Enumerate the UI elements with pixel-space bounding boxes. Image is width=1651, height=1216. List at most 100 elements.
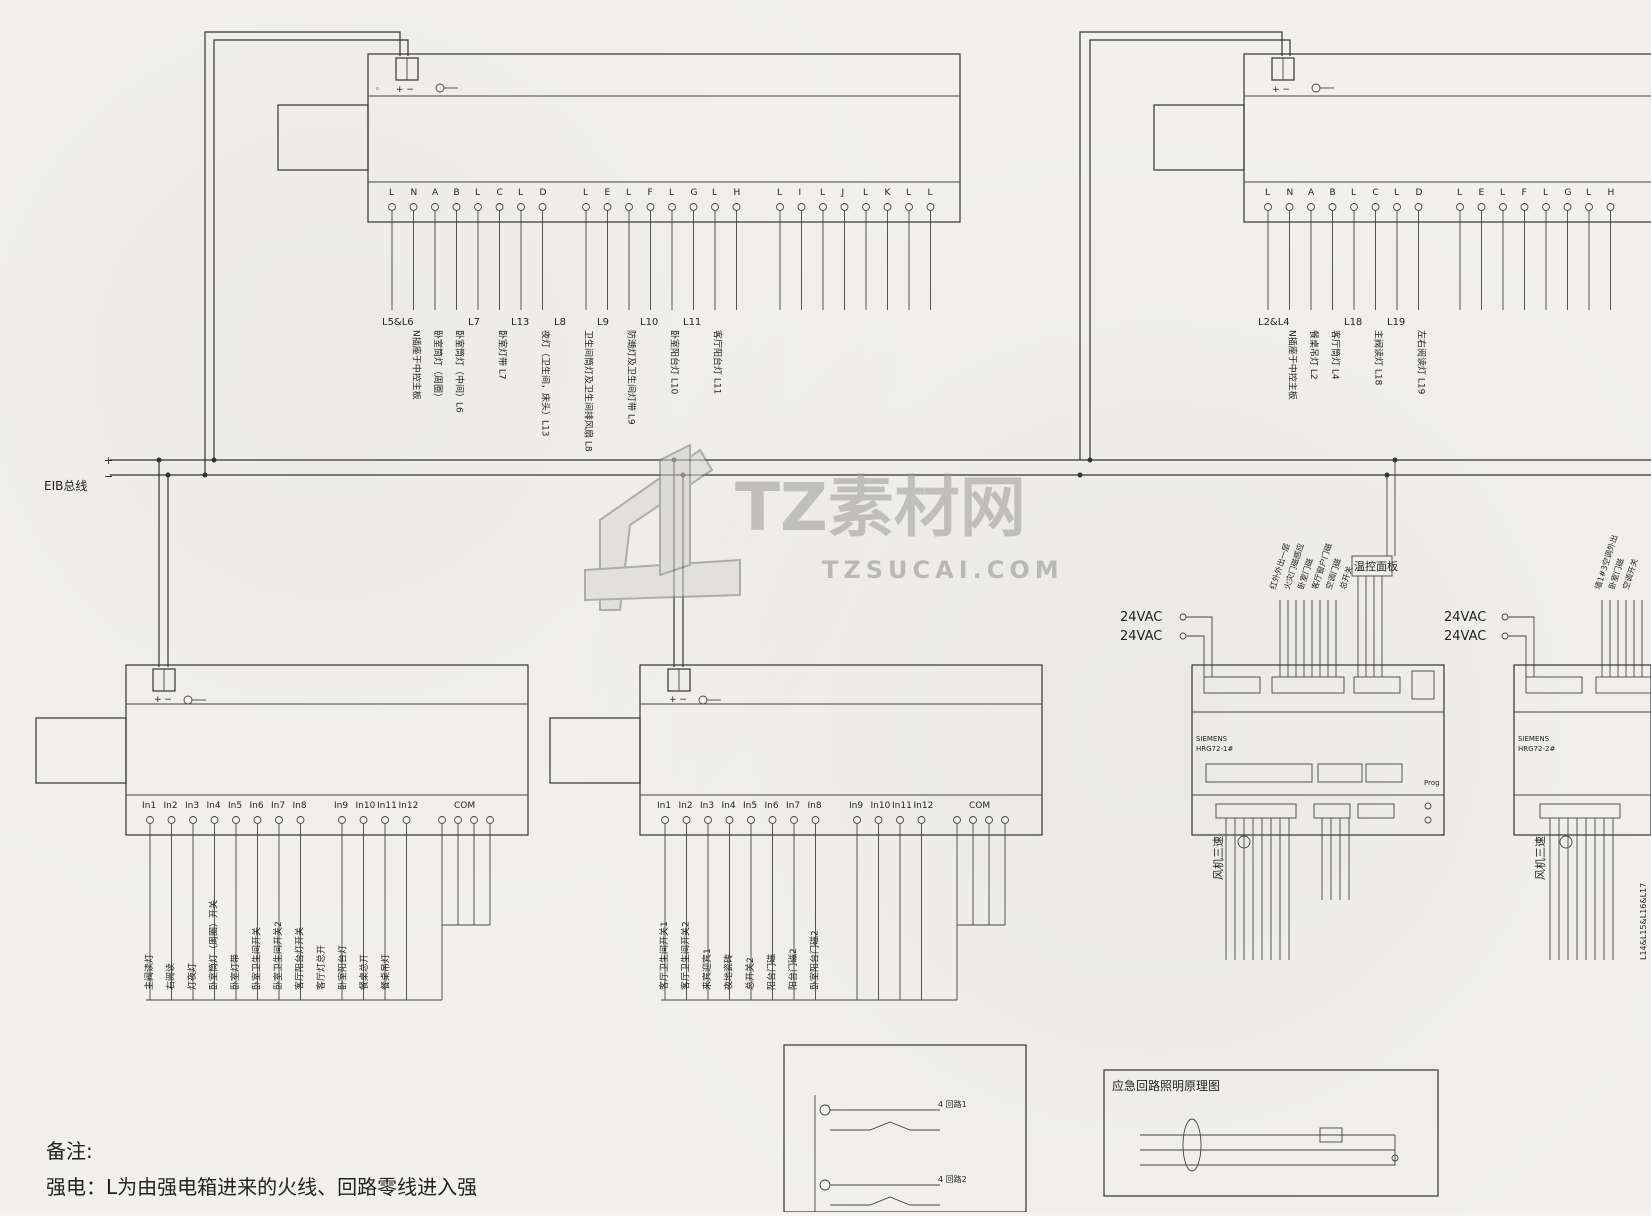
tr-terminal-7: D: [1416, 188, 1423, 198]
tr-label-6: L19: [1387, 317, 1405, 328]
tl-terminal-c5: K: [885, 188, 892, 198]
bl-input-screw-7: [296, 816, 305, 824]
bm-com-label: COM: [969, 801, 990, 811]
bl-input-2: In3: [185, 801, 199, 811]
tr-terminal-screw-1: [1285, 203, 1294, 211]
tl-terminal-screw-b4: [668, 203, 676, 211]
tl-terminal-screw-7: [538, 203, 547, 211]
tr-terminal-3: B: [1330, 188, 1336, 198]
tr-terminal-screw-14: [1585, 203, 1593, 211]
tr-terminal-screw-0: [1264, 203, 1272, 211]
bl-input-label-11: 餐桌吊灯: [380, 954, 392, 990]
tl-label-10: L9: [597, 317, 609, 328]
bl-com-screw-2: [470, 816, 478, 824]
tl-terminal-screw-3: [452, 203, 461, 211]
bl-input-10: In11: [377, 801, 397, 811]
tl-label-0: L5&L6: [382, 317, 414, 328]
tl-terminal-b0: L: [583, 188, 588, 198]
bm-input-5: In6: [765, 801, 779, 811]
bl-input-5: In6: [250, 801, 264, 811]
tl-terminal-screw-c7: [926, 203, 935, 211]
tl-terminal-c6: L: [906, 188, 911, 198]
bus-label: EIB总线: [44, 479, 87, 493]
bm-input-10: In11: [892, 801, 912, 811]
tl-terminal-screw-b5: [689, 203, 698, 211]
bl-input-label-9: 卧室阳台灯: [337, 945, 349, 990]
tl-label-15: 客厅阳台灯 L11: [712, 330, 724, 394]
hvac1-brand: SIEMENS: [1196, 735, 1228, 743]
bl-com-screw-0: [438, 816, 446, 824]
tl-terminal-screw-c3: [840, 203, 849, 211]
module-pm-tr: + −: [1272, 85, 1290, 95]
bm-input-label-3: 夜地瓷砖: [723, 954, 735, 990]
actuator-module-top-right: + −: [1153, 53, 1651, 223]
tl-terminal-c3: J: [841, 188, 845, 198]
tl-label-6: L13: [511, 317, 529, 328]
hvac-controller-1: SIEMENS HRG72-1# Prog 24VAC 24VAC 温控面板 风…: [1120, 457, 1445, 880]
tr-terminal-screw-15: [1606, 203, 1615, 211]
module-pm: + −: [396, 85, 414, 95]
tr-terminal-2: A: [1308, 188, 1315, 198]
notes-line1: 强电：L为由强电箱进来的火线、回路零线进入强: [46, 1175, 477, 1199]
tr-terminal-15: H: [1608, 188, 1615, 198]
bl-input-9: In10: [356, 801, 376, 811]
tl-terminal-c1: I: [799, 188, 802, 198]
tr-terminal-screw-3: [1328, 203, 1337, 211]
hvac1-fan: 风机三速: [1211, 836, 1225, 880]
bm-input-screw-1: [682, 816, 691, 824]
bl-input-label-5: 卧室卫生间开关: [251, 927, 263, 990]
tr-terminal-1: N: [1287, 188, 1294, 198]
tl-terminal-screw-c0: [776, 203, 784, 211]
bm-input-2: In3: [700, 801, 714, 811]
tl-label-3: 卧室筒灯（中间）L6: [454, 330, 466, 413]
hvac1-sensor: 温控面板: [1354, 559, 1398, 573]
bl-input-label-7: 客厅阳台灯开关: [294, 927, 306, 990]
input-module-bottom-left: + −: [35, 664, 529, 836]
tr-terminal-screw-9: [1477, 203, 1486, 211]
tl-terminal-4: L: [475, 188, 480, 198]
bm-input-label-7: 卧室阳台门磁2: [809, 930, 821, 990]
bm-com-screw-1: [969, 816, 977, 824]
bl-input-label-3: 卧室筒灯（周圈）开关: [208, 900, 220, 990]
tl-terminal-c4: L: [863, 188, 868, 198]
bl-input-3: In4: [207, 801, 221, 811]
bm-com-screw-2: [985, 816, 993, 824]
tl-terminal-5: C: [497, 188, 503, 198]
tl-terminal-screw-b2: [625, 203, 633, 211]
tl-terminal-screw-2: [431, 203, 439, 211]
tl-terminal-c2: L: [820, 188, 825, 198]
bl-input-screw-1: [167, 816, 176, 824]
tl-label-5: 卧室灯带 L7: [497, 330, 509, 380]
tr-label-1: N插座于中控主板: [1287, 330, 1299, 400]
bl-input-label-0: 主阀读灯: [143, 954, 155, 990]
bm-input-screw-8: [853, 816, 861, 824]
hvac1-voltage1: 24VAC: [1120, 610, 1162, 625]
tr-label-4: L18: [1344, 317, 1362, 328]
input-module-bottom-mid: + −: [549, 664, 1043, 836]
tr-terminal-screw-6: [1393, 203, 1401, 211]
bl-input-label-8: 客厅灯总开: [315, 945, 327, 990]
tl-terminal-screw-6: [517, 203, 525, 211]
tr-terminal-screw-2: [1307, 203, 1315, 211]
tl-terminal-7: D: [540, 188, 547, 198]
bl-input-7: In8: [293, 801, 307, 811]
legend-row-1: 4 回路1: [938, 1099, 967, 1109]
tl-terminal-screw-c2: [819, 203, 827, 211]
bl-input-label-10: 餐桌总开: [358, 954, 370, 990]
top-left-labels: L5&L6N插座于中控主板卧室筒灯（周圈）卧室筒灯（中间）L6L7卧室灯带 L7…: [382, 317, 724, 452]
tr-label-0: L2&L4: [1258, 317, 1290, 328]
tl-terminal-screw-1: [409, 203, 418, 211]
bus-plus: +: [104, 454, 113, 467]
tl-label-11: 防潮灯及卫生间灯带 L9: [626, 330, 638, 425]
bm-input-screw-5: [768, 816, 777, 824]
tl-terminal-screw-5: [495, 203, 504, 211]
bm-input-11: In12: [914, 801, 934, 811]
tl-terminal-3: B: [454, 188, 460, 198]
bl-input-1: In2: [164, 801, 178, 811]
watermark-logo-icon: [584, 443, 741, 611]
